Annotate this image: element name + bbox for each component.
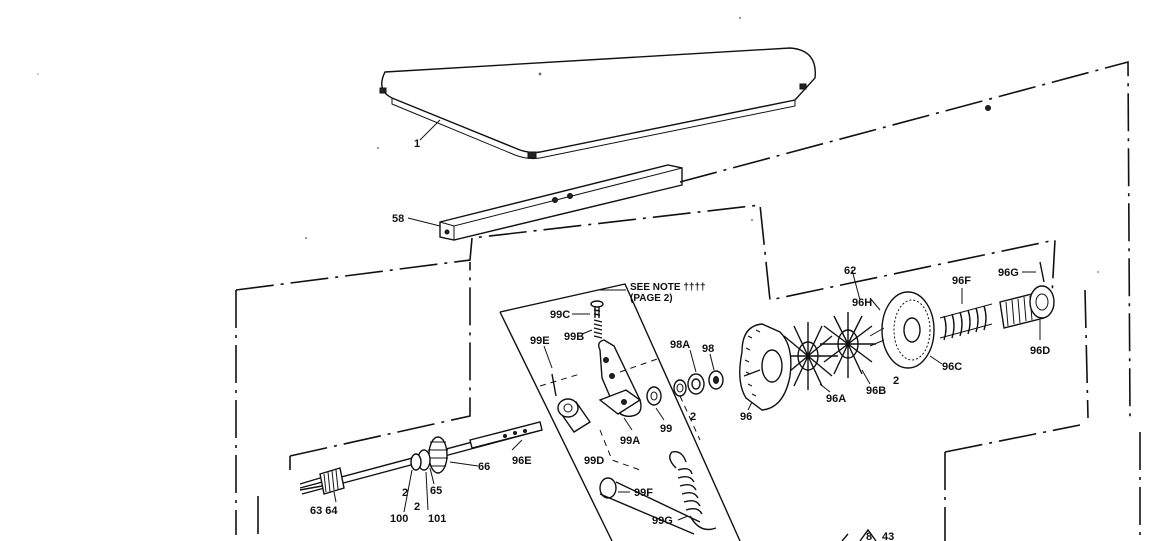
label-8: 8 [866,531,872,541]
leader-98a [689,349,697,373]
label-2-c: 2 [402,487,408,499]
sleeve-96d [999,285,1055,329]
star-wheel-96a [778,322,838,390]
bar-58 [439,164,683,241]
leader-101 [425,471,429,511]
label-43: 43 [882,531,894,541]
label-99e: 99E [530,335,550,347]
pin-99e [551,373,557,397]
label-99d: 99D [584,455,604,467]
gear-96c [869,291,935,369]
leader-58 [407,217,441,227]
spring-96f [939,303,993,341]
label-96c: 96C [942,361,962,373]
label-65: 65 [430,485,442,497]
screw-99c [590,300,604,318]
note-line-1: SEE NOTE †††† [630,282,706,293]
label-2-b: 2 [690,411,696,423]
leader-96e [511,439,523,451]
leader-96h [869,297,881,311]
leader-99e [543,345,553,369]
label-99: 99 [660,423,672,435]
note-line-2: (PAGE 2) [630,293,673,304]
bottom-fragment [841,528,877,541]
label-98: 98 [702,343,714,355]
dashed-guides [539,357,701,441]
washer-98 [708,370,724,390]
label-99c: 99C [550,309,570,321]
inner-panel [499,283,741,541]
leader-96a [819,383,831,393]
nut-98a [687,373,705,395]
label-96d: 96D [1030,345,1050,357]
label-58: 58 [392,213,404,225]
label-99f: 99F [634,487,653,499]
leader-96 [747,401,753,411]
label-2-d: 2 [414,501,420,513]
label-96g: 96G [998,267,1019,279]
label-2-a: 2 [893,375,899,387]
label-66: 66 [478,461,490,473]
label-101: 101 [428,513,446,525]
spring-99b [593,319,603,339]
label-96f: 96F [952,275,971,287]
label-1: 1 [414,138,420,150]
label-62: 62 [844,265,856,277]
star-wheel-96b [820,312,876,378]
leader-99g [677,515,689,521]
leader-1 [419,119,441,141]
label-100: 100 [390,513,408,525]
leader-96c [929,355,943,365]
bushing-99d [557,398,591,433]
label-63-64: 63 64 [310,505,338,517]
leader-99b [581,329,593,335]
leader-98 [709,353,715,371]
leader-65 [429,467,435,485]
lever-99a [597,339,642,417]
leader-100 [403,469,413,513]
boundary-lines [235,60,1141,541]
washer-2 [673,379,687,397]
link-99f [599,477,701,535]
leader-63-64 [333,491,337,503]
leader-99 [655,407,665,421]
leader-99a [623,417,633,431]
leader-62 [851,269,861,301]
label-96b: 96B [866,385,886,397]
cover-plate [379,47,816,160]
label-96h: 96H [852,297,872,309]
leader-96b [861,369,871,385]
label-99b: 99B [564,331,584,343]
gear-66 [428,436,448,474]
scan-specks [37,16,1099,273]
label-96e: 96E [512,455,532,467]
washer-99 [646,386,662,406]
label-96: 96 [740,411,752,423]
leader-66 [449,461,479,467]
collar-65 [410,449,431,471]
label-96a: 96A [826,393,846,405]
label-98a: 98A [670,339,690,351]
knurled-wheel-96 [739,323,792,411]
pin-96g [1039,261,1045,283]
pinion-63 [299,467,345,495]
label-99a: 99A [620,435,640,447]
